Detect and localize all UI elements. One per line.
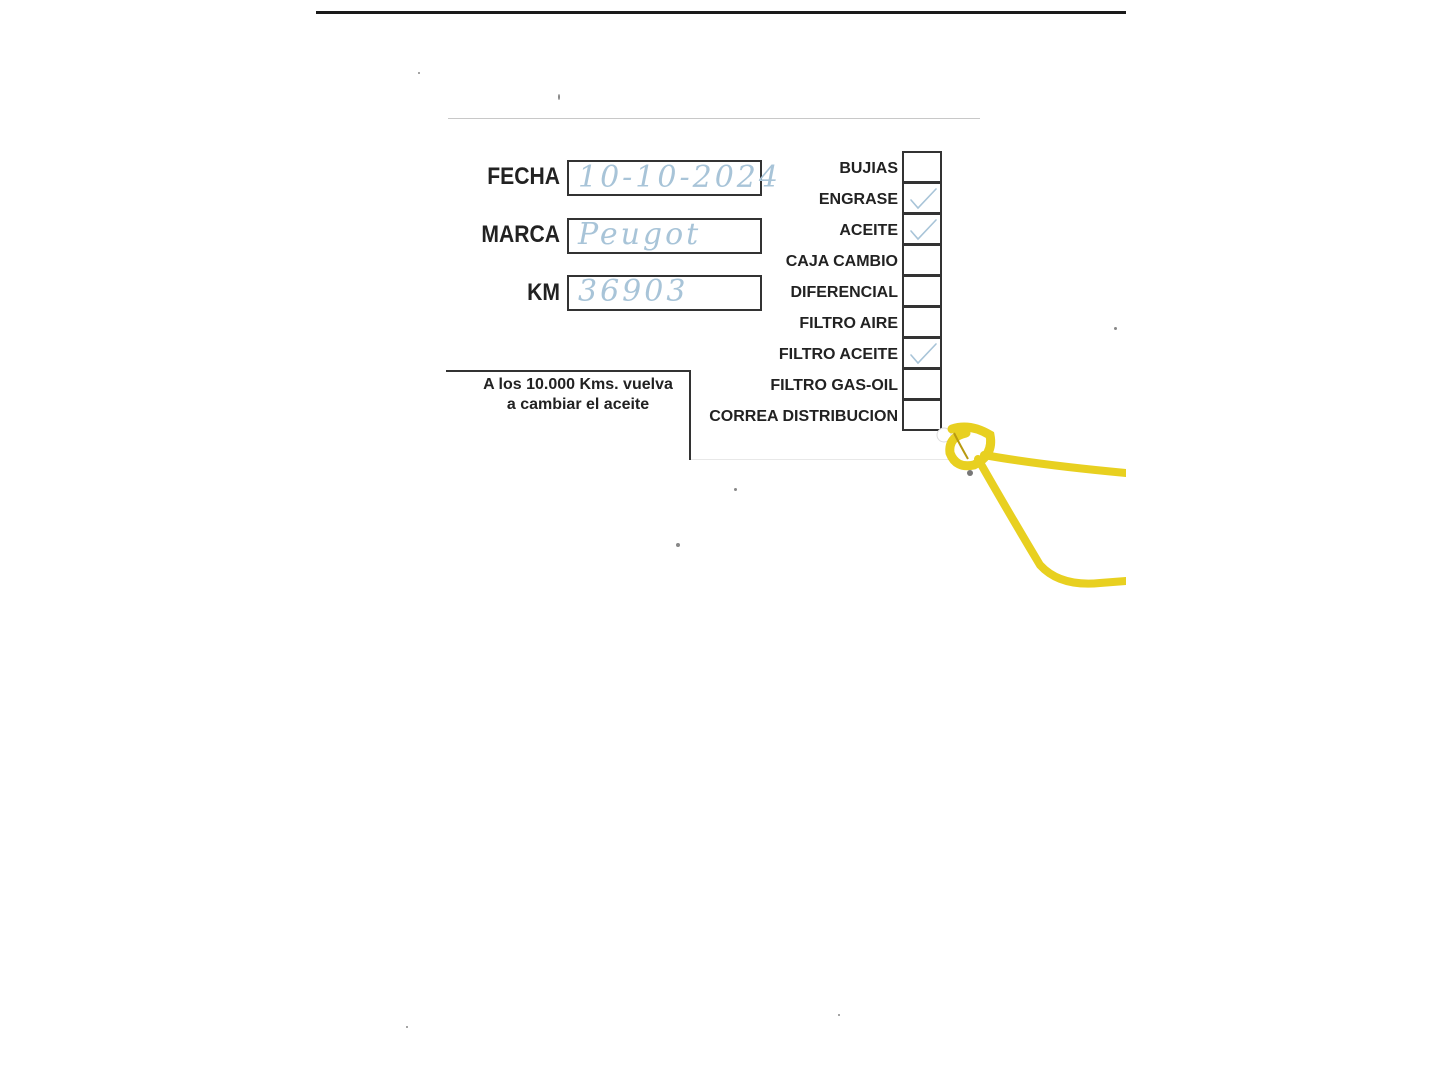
card-top-edge: [448, 118, 980, 119]
checkmark-icon: [910, 219, 937, 241]
scan-speck: [734, 488, 737, 491]
checklist-label: FILTRO GAS-OIL: [770, 377, 898, 394]
checklist-label: ACEITE: [839, 222, 898, 239]
top-rule: [316, 11, 1126, 14]
checklist-checkbox[interactable]: [902, 368, 942, 400]
scan-speck: [418, 72, 420, 74]
note-line-2: a cambiar el aceite: [506, 396, 650, 413]
scan-speck: [406, 1026, 408, 1028]
checklist-checkbox[interactable]: [902, 182, 942, 214]
scan-speck: [558, 94, 560, 100]
scan-speck: [1114, 327, 1117, 330]
km-value: 36903: [578, 274, 689, 309]
checklist-checkbox[interactable]: [902, 244, 942, 276]
marca-box: [567, 218, 762, 254]
fecha-label: FECHA: [487, 163, 560, 190]
km-box: [567, 275, 762, 311]
checklist-checkbox[interactable]: [902, 151, 942, 183]
checklist-checkbox[interactable]: [902, 306, 942, 338]
checkmark-icon: [910, 343, 937, 365]
scan-speck: [838, 1014, 840, 1016]
checklist-label: FILTRO ACEITE: [778, 346, 898, 363]
checklist-label: CORREA DISTRIBUCION: [709, 408, 898, 425]
checklist-label: CAJA CAMBIO: [785, 253, 898, 270]
checklist-label: FILTRO AIRE: [799, 315, 898, 332]
checklist-checkbox[interactable]: [902, 213, 942, 245]
fecha-value: 10-10-2024: [578, 160, 781, 195]
checklist-label: BUJIAS: [839, 160, 898, 177]
checkmark-icon: [910, 188, 937, 210]
checklist-checkbox[interactable]: [902, 399, 942, 431]
scan-speck: [676, 543, 680, 547]
card-bottom-edge: [690, 459, 950, 460]
checklist-checkbox[interactable]: [902, 275, 942, 307]
marca-value: Peugot: [578, 217, 702, 252]
km-label: KM: [527, 279, 560, 306]
note-line-1: A los 10.000 Kms. vuelva: [483, 376, 673, 393]
marca-label: MARCA: [481, 221, 560, 248]
checklist-label: ENGRASE: [818, 191, 898, 208]
checklist-checkbox[interactable]: [902, 337, 942, 369]
yellow-string-icon: [936, 422, 1126, 588]
fecha-box: [567, 160, 762, 196]
note-box: [446, 370, 691, 460]
checklist-label: DIFERENCIAL: [790, 284, 898, 301]
